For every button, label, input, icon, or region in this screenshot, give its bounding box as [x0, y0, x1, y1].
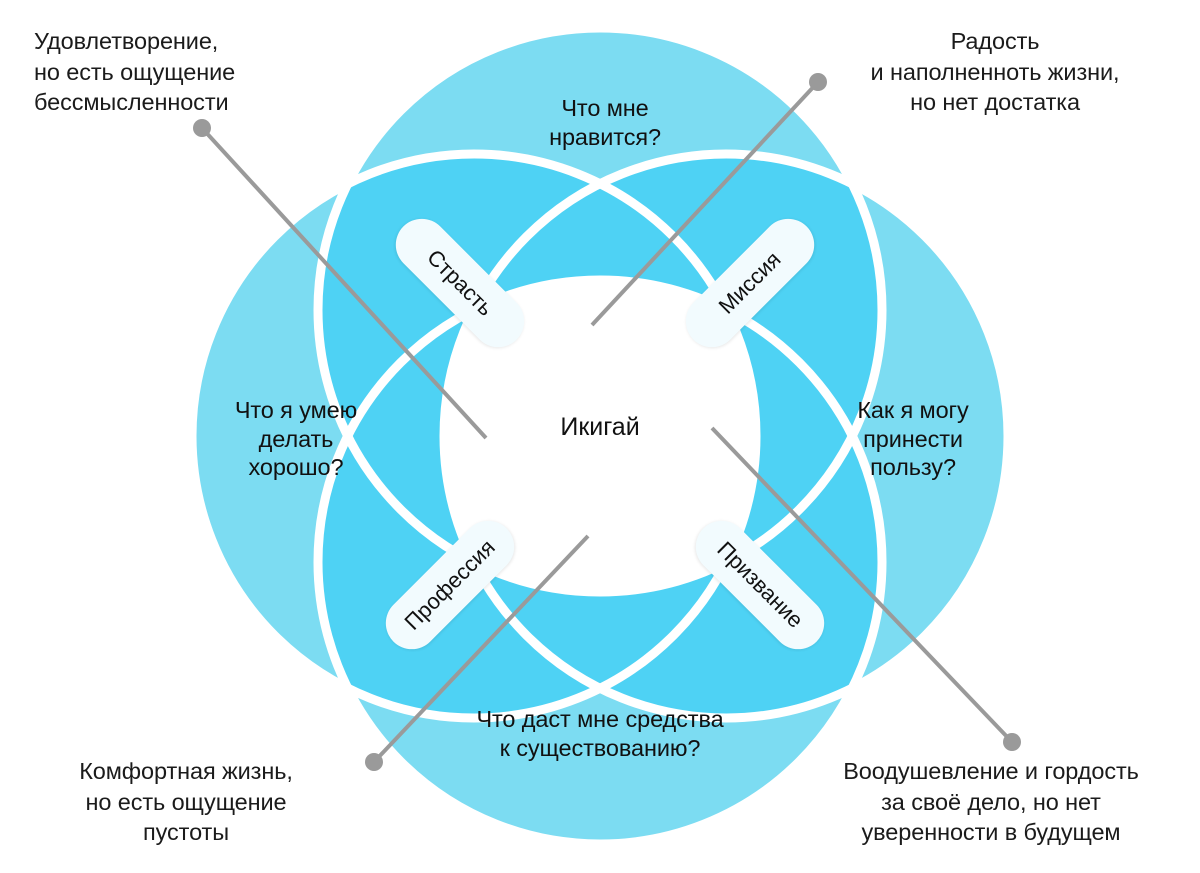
corner-label-top-left: Удовлетворение, но есть ощущение бессмыс… — [34, 28, 236, 116]
outline-top — [313, 23, 887, 597]
connector-top-right — [590, 73, 827, 327]
corner-label-bottom-right: Воодушевление и гордость за своё дело, н… — [843, 758, 1139, 846]
connector-line-bottom-left — [372, 534, 590, 764]
connector-dot-top-right — [809, 73, 827, 91]
connector-top-left — [193, 119, 488, 440]
connector-lines — [193, 73, 1021, 771]
question-left: Что я умею делать хорошо? — [234, 397, 358, 481]
connector-line-bottom-right — [710, 426, 1014, 744]
ikigai-center-label: Икигай — [560, 413, 640, 441]
connector-dot-top-left — [193, 119, 211, 137]
connector-line-top-left — [200, 126, 488, 440]
connector-dot-bottom-left — [365, 753, 383, 771]
question-bottom: Что даст мне средства к существованию? — [476, 706, 724, 761]
outline-left — [187, 149, 761, 723]
outline-bottom — [313, 275, 887, 849]
connector-bottom-left — [365, 534, 590, 771]
connector-line-top-right — [590, 80, 820, 327]
corner-label-top-right: Радость и наполненноть жизни, но нет дос… — [870, 28, 1120, 116]
circle-outlines — [187, 23, 1013, 849]
question-top: Что мне нравится? — [549, 95, 661, 150]
connector-dot-bottom-right — [1003, 733, 1021, 751]
outline-right — [439, 149, 1013, 723]
question-right: Как я могу принести пользу? — [857, 397, 969, 481]
corner-label-bottom-left: Комфортная жизнь, но есть ощущение пусто… — [79, 758, 293, 846]
connector-bottom-right — [710, 426, 1021, 751]
